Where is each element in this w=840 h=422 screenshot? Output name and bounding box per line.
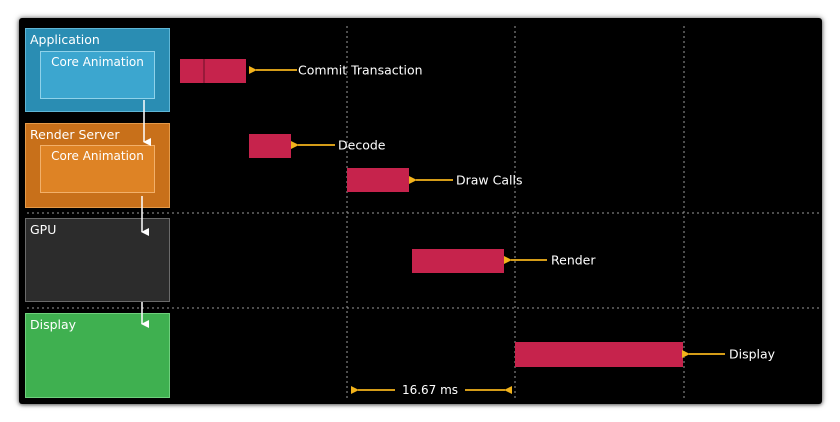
stage-display: Display bbox=[515, 342, 776, 367]
render-bar bbox=[412, 249, 504, 273]
display-label: Display bbox=[729, 347, 776, 362]
render-server-core-animation-label: Core Animation bbox=[51, 149, 144, 163]
application-core-animation-label: Core Animation bbox=[51, 55, 144, 69]
timeline-canvas: Commit Transaction Decode Draw Calls Ren… bbox=[27, 26, 819, 400]
render-server-core-animation-box: Core Animation bbox=[40, 145, 155, 193]
stage-render: Render bbox=[412, 249, 596, 273]
lane-display-title: Display bbox=[30, 317, 77, 332]
lane-application: Application Core Animation bbox=[25, 28, 170, 112]
decode-label: Decode bbox=[338, 138, 386, 153]
frame-interval-label: 16.67 ms bbox=[402, 383, 458, 397]
frame-interval-dimension: 16.67 ms bbox=[351, 383, 512, 397]
stage-decode: Decode bbox=[249, 134, 386, 158]
lane-render-server: Render Server Core Animation bbox=[25, 123, 170, 208]
lane-render-server-title: Render Server bbox=[30, 127, 120, 142]
stage-commit-transaction: Commit Transaction bbox=[180, 59, 423, 83]
commit-transaction-bar bbox=[180, 59, 246, 83]
lane-application-title: Application bbox=[30, 32, 100, 47]
frame-timeline-diagram: Application Core Animation Render Server… bbox=[19, 18, 822, 404]
commit-transaction-label: Commit Transaction bbox=[298, 63, 423, 78]
application-core-animation-box: Core Animation bbox=[40, 51, 155, 99]
draw-calls-label: Draw Calls bbox=[456, 173, 522, 188]
decode-bar bbox=[249, 134, 291, 158]
render-label: Render bbox=[551, 253, 596, 268]
draw-calls-bar bbox=[347, 168, 409, 192]
lane-gpu-title: GPU bbox=[30, 222, 57, 237]
stage-draw-calls: Draw Calls bbox=[347, 168, 522, 192]
display-bar bbox=[515, 342, 683, 367]
